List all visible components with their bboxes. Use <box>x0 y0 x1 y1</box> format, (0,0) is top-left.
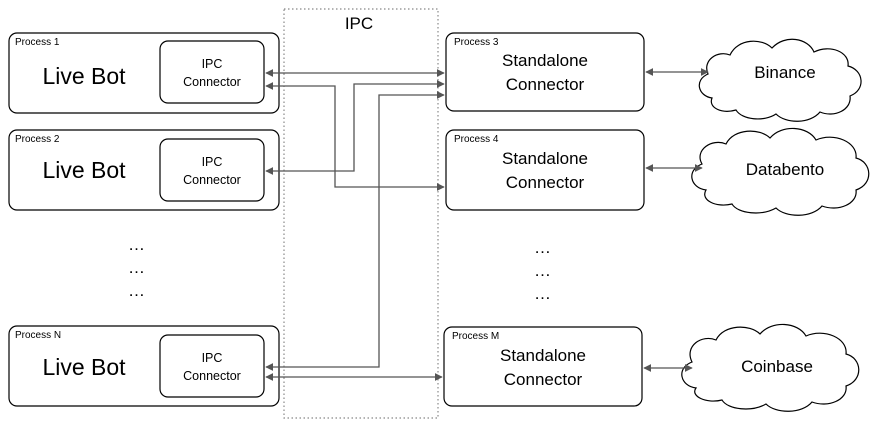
ipc-connections <box>265 69 445 381</box>
ipc-connector-line2-n: Connector <box>183 369 241 383</box>
standalone-box-4: Process 4 Standalone Connector <box>445 129 645 211</box>
process-box-1: Process 1 Live Bot IPC Connector <box>8 32 280 114</box>
live-bot-title-2: Live Bot <box>42 157 126 183</box>
ipc-connector-box-2 <box>159 138 265 202</box>
standalone-box-3: Process 3 Standalone Connector <box>445 32 645 112</box>
ipc-connector-box-1 <box>159 40 265 104</box>
bots-ellipsis-3: … <box>128 281 146 300</box>
standalone-connector-box-3 <box>445 32 645 112</box>
standalone-title-line2-3: Connector <box>506 75 585 94</box>
ipc-connector-line2-1: Connector <box>183 75 241 89</box>
process-label-1: Process 1 <box>15 37 60 48</box>
ipc-connector-line1-2: IPC <box>202 155 223 169</box>
arrow-bot1-to-std4 <box>265 82 445 191</box>
arrow-botn-to-std3 <box>265 91 445 371</box>
ipc-connector-box-n <box>159 334 265 398</box>
ipc-connector-line2-2: Connector <box>183 173 241 187</box>
arrow-bot2-to-std3 <box>265 80 445 175</box>
exchange-cloud-coinbase: Coinbase <box>681 323 860 412</box>
process-box-2: Process 2 Live Bot IPC Connector <box>8 129 280 211</box>
ipc-connector-line1-n: IPC <box>202 351 223 365</box>
standalone-title-line2-m: Connector <box>504 370 583 389</box>
cloud-icon <box>691 127 870 216</box>
standalone-title-line2-4: Connector <box>506 173 585 192</box>
exchange-name-databento: Databento <box>746 160 824 179</box>
bots-ellipsis-2: … <box>128 258 146 277</box>
process-label-n: Process N <box>15 330 61 341</box>
standalone-ellipsis-3: … <box>534 284 552 303</box>
ipc-title: IPC <box>345 14 373 33</box>
ipc-region <box>283 8 439 419</box>
standalone-box-m: Process M Standalone Connector <box>443 326 643 407</box>
standalone-ellipsis-1: … <box>534 238 552 257</box>
standalone-title-line1-4: Standalone <box>502 149 588 168</box>
process-label-4: Process 4 <box>454 134 499 145</box>
exchange-connections <box>643 68 709 372</box>
exchange-name-binance: Binance <box>754 63 815 82</box>
ipc-connector-line1-1: IPC <box>202 57 223 71</box>
process-box-n: Process N Live Bot IPC Connector <box>8 325 280 407</box>
exchange-cloud-binance: Binance <box>698 38 862 122</box>
live-bot-title-n: Live Bot <box>42 354 126 380</box>
standalone-title-line1-m: Standalone <box>500 346 586 365</box>
exchange-cloud-databento: Databento <box>691 127 870 216</box>
process-label-m: Process M <box>452 331 499 342</box>
standalone-ellipsis-2: … <box>534 261 552 280</box>
bots-ellipsis-1: … <box>128 235 146 254</box>
cloud-icon <box>681 323 860 412</box>
cloud-icon <box>698 38 862 122</box>
standalone-title-line1-3: Standalone <box>502 51 588 70</box>
process-label-3: Process 3 <box>454 37 499 48</box>
live-bot-title-1: Live Bot <box>42 63 126 89</box>
exchange-name-coinbase: Coinbase <box>741 357 813 376</box>
process-label-2: Process 2 <box>15 134 60 145</box>
standalone-connector-box-4 <box>445 129 645 211</box>
